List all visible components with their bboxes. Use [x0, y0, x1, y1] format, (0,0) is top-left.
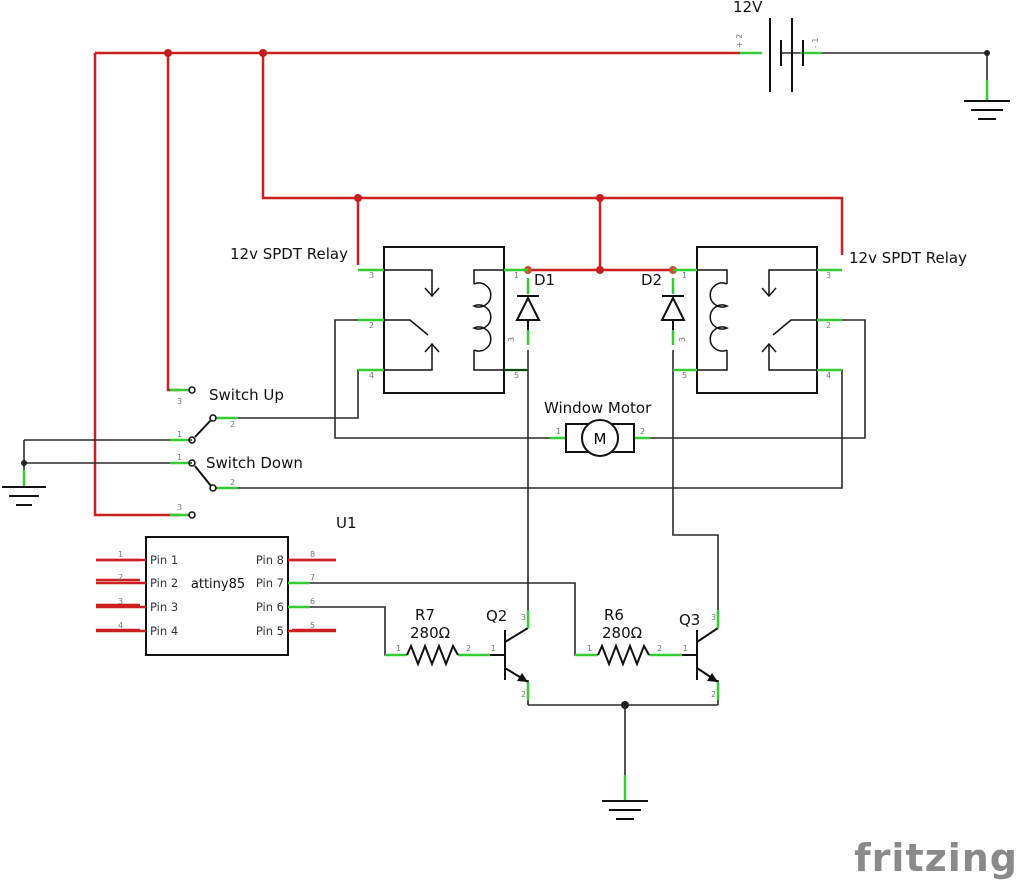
svg-text:3: 3: [369, 271, 374, 280]
ic-pin-left-label: Pin 3: [150, 600, 178, 614]
relay-left-label: 12v SPDT Relay: [230, 245, 348, 263]
ic-pin-left-label: Pin 4: [150, 624, 178, 638]
ic-pin-right-label: Pin 5: [256, 624, 284, 638]
svg-text:2: 2: [466, 644, 471, 653]
svg-text:3: 3: [711, 613, 716, 622]
svg-text:5: 5: [682, 371, 687, 380]
ic-pin-right-4: Pin 5 5: [256, 621, 336, 638]
switch-up-label: Switch Up: [209, 386, 284, 404]
svg-text:1: 1: [587, 644, 592, 653]
relay-right-label: 12v SPDT Relay: [849, 249, 967, 267]
diode-d2-label: D2: [641, 271, 662, 289]
ic-pin-left-4: Pin 4 4: [96, 621, 178, 638]
diode-d1-label: D1: [534, 271, 555, 289]
q2-label: Q2: [486, 607, 507, 625]
svg-text:+ 2: + 2: [735, 34, 744, 48]
battery-12v: 12V + 2 - 1: [733, 0, 822, 92]
svg-text:1: 1: [683, 644, 688, 653]
ic-pin-right-number: 7: [310, 573, 315, 582]
transistor-q3: Q3 1 2 3: [679, 610, 720, 700]
svg-text:2: 2: [521, 690, 526, 699]
r7-value: 280Ω: [410, 624, 450, 642]
ic-name-label: attiny85: [191, 577, 245, 592]
ic-pin-right-3: Pin 6 6: [256, 597, 315, 614]
relay-right: 12v SPDT Relay 3 2 4 1 5: [673, 246, 967, 394]
ic-pin-left-number: 3: [118, 597, 123, 606]
r7-ref: R7: [415, 606, 435, 624]
svg-text:2: 2: [657, 644, 662, 653]
q3-label: Q3: [679, 611, 700, 629]
ic-pin-right-label: Pin 8: [256, 553, 284, 567]
ic-pin-right-2: Pin 7 7: [256, 573, 315, 590]
ic-pin-left-3: Pin 3 3: [96, 597, 178, 614]
svg-text:1: 1: [177, 430, 182, 439]
svg-text:3: 3: [177, 503, 182, 512]
ic-pin-right-1: Pin 8 8: [256, 550, 336, 567]
svg-text:1: 1: [177, 453, 182, 462]
switch-down-label: Switch Down: [206, 454, 303, 472]
motor-symbol: M: [594, 430, 607, 448]
switch-down: Switch Down 1 2 3: [170, 453, 303, 519]
ic-pin-left-2: Pin 2 2: [96, 573, 178, 590]
ic-pin-right-number: 8: [310, 550, 315, 559]
transistor-q2: Q2 1 2 3: [486, 607, 530, 700]
motor-label: Window Motor: [544, 399, 652, 417]
battery-label: 12V: [733, 0, 763, 16]
svg-text:3: 3: [678, 337, 687, 342]
ic-pin-left-number: 1: [118, 550, 123, 559]
svg-text:4: 4: [369, 371, 374, 380]
ic-pin-right-number: 6: [310, 597, 315, 606]
svg-text:4: 4: [826, 371, 831, 380]
window-motor: M Window Motor 1 2: [544, 399, 652, 457]
relay-left: 12v SPDT Relay 3 2 4 1 5: [230, 245, 528, 394]
svg-text:3: 3: [177, 397, 182, 406]
r6-value: 280Ω: [602, 624, 642, 642]
ic-pin-left-label: Pin 2: [150, 576, 178, 590]
ic-pin-right-number: 5: [310, 621, 315, 630]
svg-text:2: 2: [640, 427, 645, 436]
svg-text:1: 1: [514, 271, 519, 280]
fritzing-brand-logo: fritzing: [854, 836, 1018, 880]
ic-pin-left-label: Pin 1: [150, 553, 178, 567]
ground-symbol-switches: [2, 470, 46, 506]
r6-ref: R6: [604, 606, 624, 624]
ic-pin-right-label: Pin 6: [256, 600, 284, 614]
svg-text:- 1: - 1: [811, 37, 820, 48]
svg-text:2: 2: [711, 690, 716, 699]
svg-text:2: 2: [369, 321, 374, 330]
diode-d1: D1 3: [507, 271, 555, 345]
switch-up: Switch Up 3 1 2: [170, 386, 284, 444]
svg-text:2: 2: [230, 420, 235, 429]
ground-symbol-battery: [964, 80, 1010, 120]
ic-pin-left-1: Pin 1 1: [96, 550, 178, 567]
diode-d2: D2 3: [641, 271, 687, 345]
svg-text:3: 3: [507, 337, 516, 342]
svg-text:1: 1: [682, 271, 687, 280]
svg-text:5: 5: [514, 371, 519, 380]
power-wires: [93, 51, 844, 632]
svg-text:3: 3: [826, 271, 831, 280]
svg-text:1: 1: [491, 644, 496, 653]
ic-ref-label: U1: [336, 514, 357, 532]
resistor-r6: R6 280Ω 1 2: [575, 606, 682, 667]
svg-text:1: 1: [556, 427, 561, 436]
svg-text:2: 2: [230, 478, 235, 487]
svg-text:2: 2: [826, 321, 831, 330]
ground-symbol-transistors: [602, 775, 648, 820]
ic-pin-right-label: Pin 7: [256, 576, 284, 590]
resistor-r7: R7 280Ω 1 2: [385, 606, 490, 667]
svg-text:1: 1: [396, 644, 401, 653]
svg-text:3: 3: [521, 613, 526, 622]
ic-pin-left-number: 4: [118, 621, 123, 630]
ic-pin-left-number: 2: [118, 573, 123, 582]
